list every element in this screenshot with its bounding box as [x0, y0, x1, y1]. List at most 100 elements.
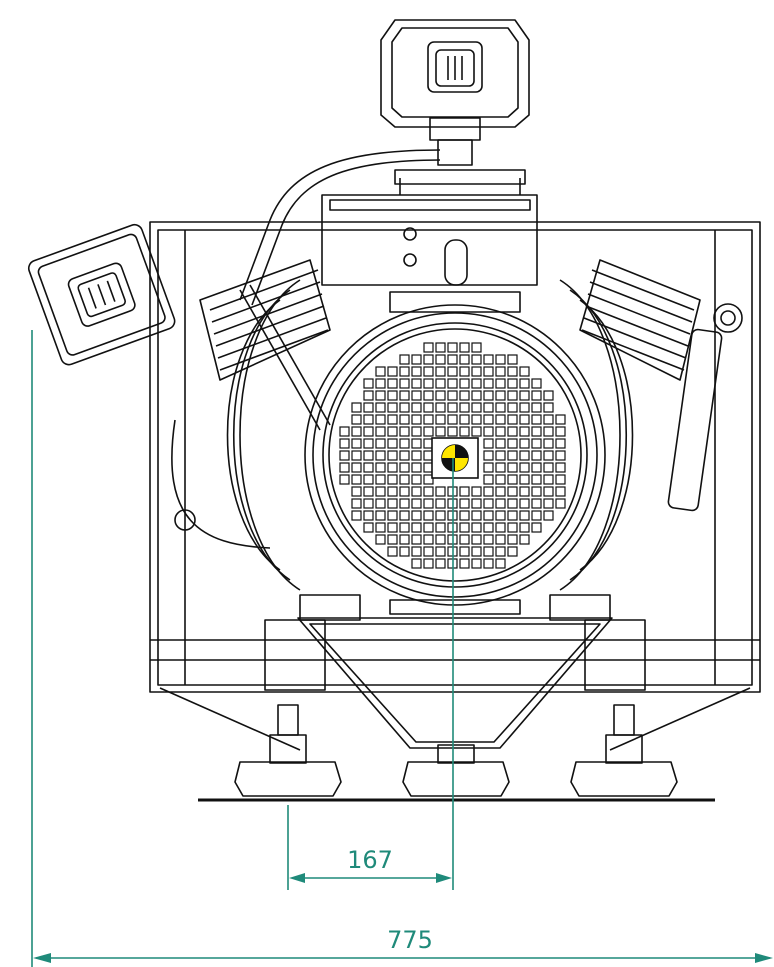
pipe — [239, 149, 441, 306]
grille-cell — [459, 558, 470, 569]
grille-cell — [543, 510, 554, 521]
frame — [149, 221, 761, 693]
air-filter-icon — [380, 19, 530, 166]
grille-cell — [435, 414, 446, 425]
grille-cell — [423, 366, 434, 377]
grille-cell — [471, 546, 482, 557]
grille-cell — [507, 390, 518, 401]
grille-cell — [507, 354, 518, 365]
grille-cell — [375, 438, 386, 449]
grille-cell — [363, 402, 374, 413]
grille-cell — [375, 462, 386, 473]
grille-cell — [435, 558, 446, 569]
grille-cell — [399, 534, 410, 545]
grille-cell — [351, 462, 362, 473]
grille-cell — [519, 474, 530, 485]
grille-cell — [435, 498, 446, 509]
grille-cell — [459, 546, 470, 557]
grille-cell — [519, 498, 530, 509]
grille-cell — [459, 354, 470, 365]
grille-cell — [375, 510, 386, 521]
grille-cell — [363, 510, 374, 521]
grille-cell — [363, 522, 374, 533]
grille-cell — [387, 498, 398, 509]
grille-cell — [531, 414, 542, 425]
grille-cell — [495, 450, 506, 461]
grille-cell — [399, 366, 410, 377]
grille-cell — [471, 522, 482, 533]
grille-cell — [351, 450, 362, 461]
grille-cell — [423, 486, 434, 497]
grille-cell — [447, 378, 458, 389]
grille-cell — [507, 462, 518, 473]
grille-cell — [375, 522, 386, 533]
grille-cell — [399, 474, 410, 485]
grille-cell — [495, 378, 506, 389]
dimension-label-center-offset: 167 — [347, 846, 393, 874]
grille-cell — [375, 498, 386, 509]
air-filter-icon — [27, 223, 176, 366]
grille-cell — [555, 450, 566, 461]
grille-cell — [363, 450, 374, 461]
grille-cell — [519, 402, 530, 413]
grille-cell — [399, 522, 410, 533]
grille-cell — [387, 426, 398, 437]
grille-cell — [339, 450, 350, 461]
grille-cell — [555, 426, 566, 437]
grille-cell — [519, 522, 530, 533]
grille-cell — [351, 510, 362, 521]
grille-cell — [387, 450, 398, 461]
grille-cell — [363, 462, 374, 473]
grille-cell — [555, 438, 566, 449]
grille-cell — [495, 522, 506, 533]
grille-cell — [471, 558, 482, 569]
grille-cell — [399, 390, 410, 401]
grille-cell — [351, 402, 362, 413]
grille-cell — [411, 474, 422, 485]
grille-cell — [411, 438, 422, 449]
grille-cell — [423, 378, 434, 389]
grille-cell — [447, 342, 458, 353]
grille-cell — [519, 390, 530, 401]
grille-cell — [411, 498, 422, 509]
grille-cell — [375, 366, 386, 377]
grille-cell — [399, 498, 410, 509]
grille-cell — [459, 522, 470, 533]
grille-cell — [495, 486, 506, 497]
grille-cell — [531, 402, 542, 413]
grille-cell — [399, 510, 410, 521]
grille-cell — [495, 534, 506, 545]
grille-cell — [411, 510, 422, 521]
grille-cell — [483, 462, 494, 473]
vibration-mount-icon — [570, 704, 678, 797]
grille-cell — [531, 462, 542, 473]
grille-cell — [351, 414, 362, 425]
grille-cell — [519, 414, 530, 425]
grille-cell — [483, 378, 494, 389]
grille-cell — [543, 390, 554, 401]
grille-cell — [519, 438, 530, 449]
grille-cell — [351, 438, 362, 449]
grille-cell — [363, 378, 374, 389]
grille-cell — [471, 426, 482, 437]
grille-cell — [339, 474, 350, 485]
grille-cell — [339, 462, 350, 473]
grille-cell — [375, 414, 386, 425]
grille-cell — [435, 510, 446, 521]
grille-cell — [387, 546, 398, 557]
grille-cell — [375, 390, 386, 401]
grille-cell — [495, 438, 506, 449]
grille-cell — [543, 450, 554, 461]
grille-cell — [507, 366, 518, 377]
grille-cell — [483, 534, 494, 545]
grille-cell — [435, 486, 446, 497]
grille-cell — [471, 342, 482, 353]
grille-cell — [531, 390, 542, 401]
grille-cell — [459, 366, 470, 377]
grille-cell — [495, 498, 506, 509]
grille-cell — [435, 342, 446, 353]
grille-cell — [507, 498, 518, 509]
grille-cell — [447, 414, 458, 425]
grille-cell — [387, 378, 398, 389]
